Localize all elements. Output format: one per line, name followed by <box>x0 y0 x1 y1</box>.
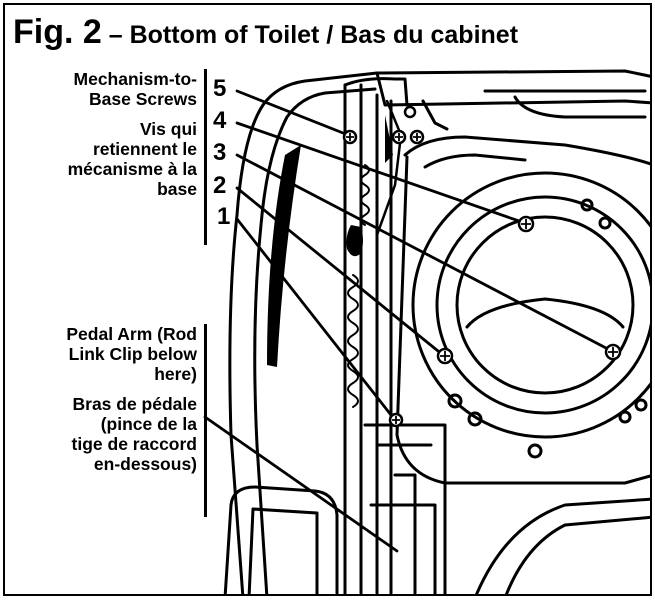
pedal-linkage <box>375 99 403 237</box>
figure-title: Fig. 2 – Bottom of Toilet / Bas du cabin… <box>13 15 518 52</box>
pedal-callout: Pedal Arm (Rod Link Clip below here) Bra… <box>7 324 197 474</box>
leader-2 <box>235 186 440 353</box>
screws-callout-bar <box>204 69 207 245</box>
waste-outlet-outer <box>411 171 650 439</box>
return-spring <box>347 274 359 408</box>
mechanism-housing <box>343 83 363 594</box>
screw-number-1: 1 <box>217 203 231 230</box>
lever-blob <box>346 225 363 257</box>
screws-label-fr: Vis qui retiennent le mécanisme à la bas… <box>67 119 197 199</box>
screws-label-en: Mechanism-to- Base Screws <box>73 69 197 109</box>
pedal-label-fr: Bras de pédale (pince de la tige de racc… <box>71 394 197 474</box>
toilet-bottom-illustration <box>203 69 650 594</box>
pedal-label-en: Pedal Arm (Rod Link Clip below here) <box>66 324 197 384</box>
screw-number-3: 3 <box>213 139 227 166</box>
screw-number-5: 5 <box>213 75 227 102</box>
leader-pedal <box>203 415 399 553</box>
waste-outlet-ring <box>435 195 650 415</box>
leader-5 <box>235 89 345 135</box>
cabinet-top-rim <box>375 71 650 107</box>
cabinet-outer-shell <box>228 69 650 594</box>
screws-callout: Mechanism-to- Base Screws Vis qui retien… <box>7 69 197 199</box>
figure-number: Fig. 2 <box>13 13 102 51</box>
pedal-callout-bar <box>204 324 207 517</box>
shadow-wedge <box>267 145 301 367</box>
screw-number-4: 4 <box>213 107 227 134</box>
leader-4 <box>235 121 521 223</box>
base-flange <box>403 135 650 166</box>
waste-outlet-inner <box>455 215 635 395</box>
screw-number-2: 2 <box>213 172 227 199</box>
base-foot <box>223 485 339 594</box>
figure-caption: – Bottom of Toilet / Bas du cabinet <box>101 21 519 49</box>
leader-1 <box>235 217 393 417</box>
leader-3 <box>235 153 608 350</box>
figure-frame: Fig. 2 – Bottom of Toilet / Bas du cabin… <box>3 3 652 596</box>
cabinet-inner-shell <box>253 87 377 594</box>
